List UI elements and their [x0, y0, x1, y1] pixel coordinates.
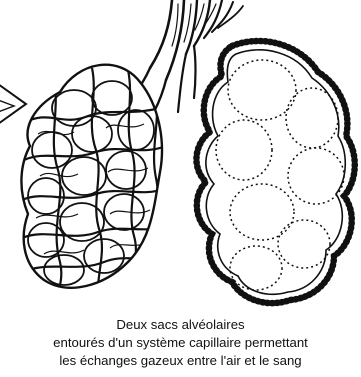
- caption-line-2: entourés d'un système capillaire permett…: [0, 334, 361, 352]
- right-alveolar-sac: [196, 41, 354, 303]
- caption-line-1: Deux sacs alvéolaires: [0, 316, 361, 334]
- alveolar-sacs-illustration: [0, 0, 361, 310]
- pointer-arrow: [0, 84, 26, 124]
- figure-caption: Deux sacs alvéolaires entourés d'un syst…: [0, 316, 361, 370]
- left-alveolar-sac: [21, 65, 166, 300]
- caption-line-3: les échanges gazeux entre l'air et le sa…: [0, 352, 361, 370]
